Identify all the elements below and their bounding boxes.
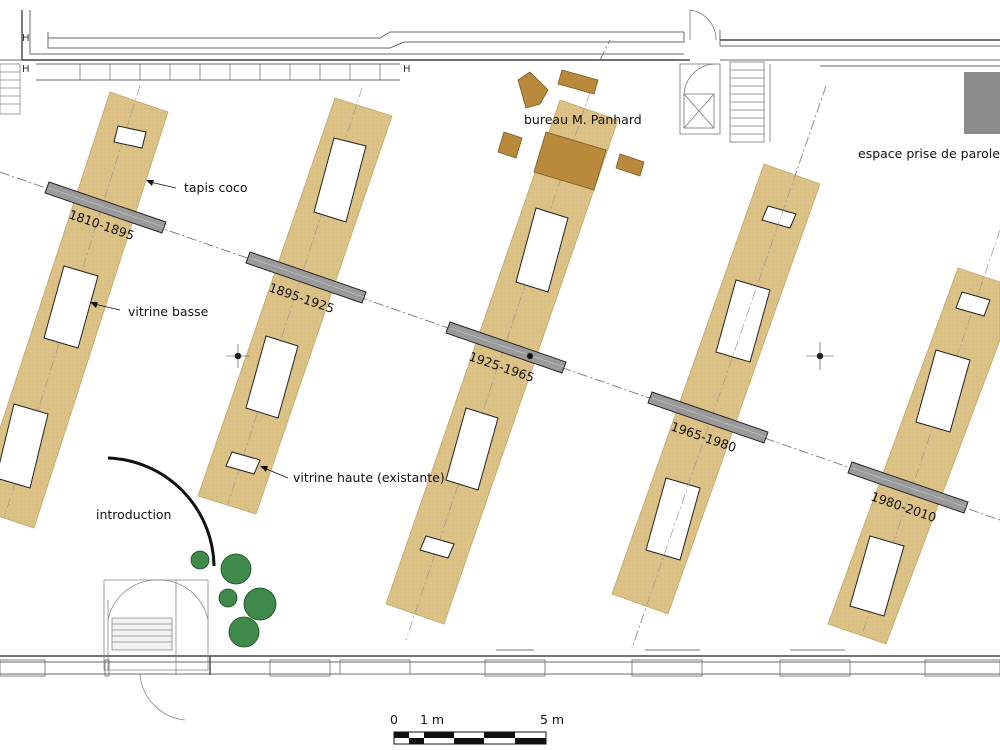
entrance-door [103, 579, 209, 721]
band-1810-1895[interactable] [0, 85, 169, 529]
plants [190, 550, 277, 648]
exhibition-bands [0, 85, 1000, 645]
top-wall: H H H [0, 10, 1000, 81]
band-1895-1925[interactable] [197, 87, 393, 515]
band-1965-1980[interactable] [611, 163, 821, 615]
scale-zero: 0 [390, 712, 398, 727]
annotations [90, 180, 289, 479]
band-1925-1965[interactable] [385, 91, 619, 641]
svg-text:H: H [22, 64, 30, 75]
label-vitrine-basse: vitrine basse [128, 304, 209, 319]
stairs-top-left [0, 63, 21, 115]
label-espace: espace prise de parole [858, 146, 1000, 161]
label-bureau: bureau M. Panhard [524, 112, 642, 127]
office-furniture [497, 69, 645, 191]
band-1980-2010[interactable] [827, 229, 1000, 645]
bottom-wall [0, 649, 1000, 677]
stairs-top-center [679, 9, 771, 143]
svg-text:H: H [403, 64, 411, 75]
speaking-area-block [964, 72, 1000, 134]
period-labels: 1810-1895 1895-1925 1925-1965 1965-1980 … [67, 207, 938, 525]
columns [226, 342, 834, 370]
label-tapis: tapis coco [184, 180, 248, 195]
label-introduction: introduction [96, 507, 171, 522]
scale-one: 1 m [420, 712, 444, 727]
introduction-arc [107, 456, 216, 567]
label-vitrine-haute: vitrine haute (existante) [293, 470, 445, 485]
carpets [44, 181, 969, 514]
scale-bar: 0 1 m 5 m [390, 712, 564, 745]
scale-five: 5 m [540, 712, 564, 727]
svg-text:H: H [22, 33, 30, 44]
